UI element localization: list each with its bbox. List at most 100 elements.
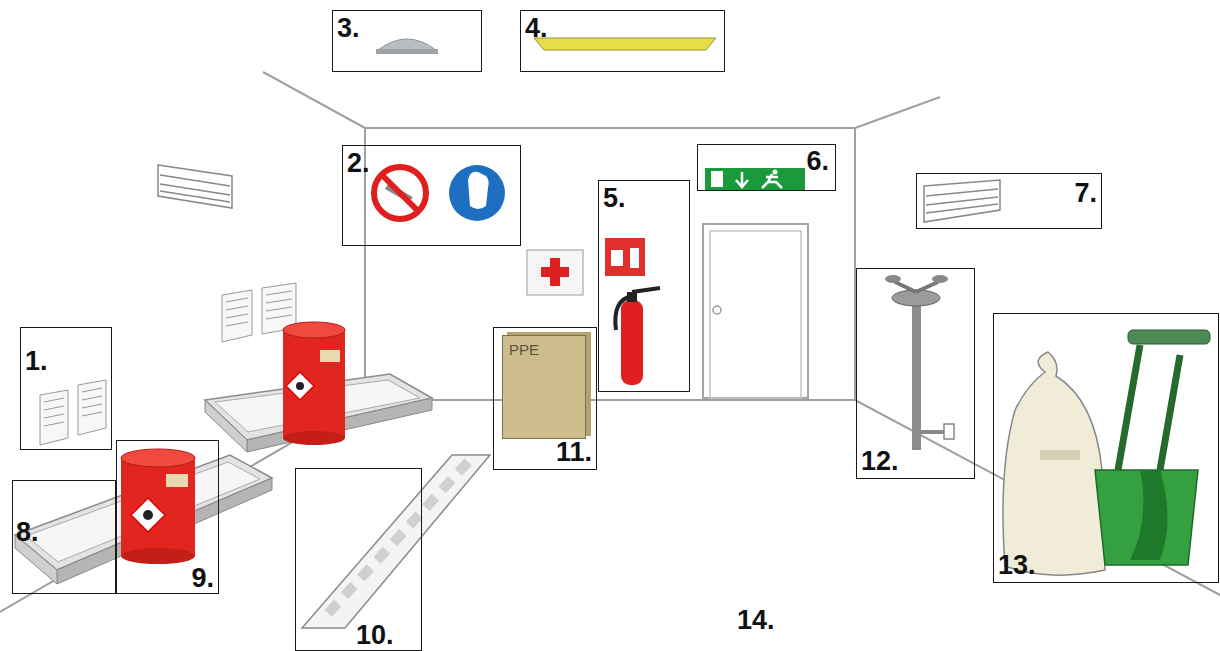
callout-number: 5. — [603, 183, 626, 213]
running-man-head — [773, 170, 778, 175]
fire-point — [605, 238, 660, 385]
broom-handle — [1118, 345, 1140, 470]
floor-strip — [302, 455, 490, 628]
ceiling-edge — [855, 97, 940, 128]
callout-number: 11. — [556, 437, 592, 467]
waste-bag — [1003, 352, 1105, 575]
callout-box: 10. — [295, 468, 422, 651]
ceiling-edge — [263, 72, 365, 128]
sign-disc — [449, 165, 505, 221]
room-lines — [0, 72, 1220, 612]
callout-box: 11. PPE — [493, 327, 597, 470]
callout-box: 5. — [598, 180, 690, 392]
door-leaf — [710, 231, 801, 398]
drum-body — [283, 330, 345, 438]
drum-lid — [283, 322, 345, 338]
drum-label — [166, 474, 188, 487]
door-handle — [713, 306, 721, 314]
first-aid-box — [527, 250, 583, 295]
cross — [541, 267, 569, 277]
extinguisher-hose — [615, 288, 660, 330]
prohibition-sign — [374, 167, 426, 219]
callout-box: 7. — [916, 173, 1102, 229]
callout-box: 1. — [20, 327, 112, 450]
hazard-symbol — [143, 510, 153, 520]
drum-base — [283, 431, 345, 445]
spill-kit — [1003, 330, 1210, 575]
callout-number: 10. — [356, 620, 394, 650]
eyewash-valve — [944, 424, 954, 439]
extinguisher-body — [621, 300, 643, 385]
hazard-diamond — [131, 498, 165, 532]
paper-lines — [44, 388, 102, 426]
strip-pattern — [322, 462, 468, 620]
smoke-detector — [376, 39, 438, 54]
drum-base — [121, 548, 195, 564]
sign-ring — [374, 167, 426, 219]
exit-sign — [705, 168, 805, 190]
alarm-icon — [630, 248, 639, 268]
eyewash-arms — [895, 282, 938, 292]
vent — [158, 165, 232, 208]
callout-box: 12. — [856, 268, 975, 479]
sign-slash — [382, 175, 418, 211]
bag-label — [1040, 450, 1080, 460]
exit-panel — [705, 168, 805, 190]
mandatory-sign — [449, 165, 505, 221]
callout-number: 13. — [998, 550, 1036, 580]
cabinet-label: PPE — [509, 341, 539, 359]
tray-side — [205, 400, 247, 452]
drum-label — [320, 350, 340, 362]
chemical-drum — [283, 322, 345, 445]
callout-box: 2. — [342, 145, 521, 246]
chemical-drum — [121, 449, 195, 564]
detector-base — [376, 49, 438, 54]
eyewash-station — [885, 275, 954, 450]
callout-box: 13. — [993, 313, 1219, 583]
tray-top — [15, 455, 272, 570]
bund-tray — [15, 455, 272, 584]
callout-number: 12. — [861, 446, 899, 476]
callout-number: 14. — [737, 605, 775, 635]
callout-number: 6. — [806, 146, 829, 176]
squeegee-handle — [1160, 355, 1180, 470]
drum-lid — [121, 449, 195, 467]
callout-box: 9. — [116, 440, 219, 594]
callout-box: 3. — [332, 10, 482, 72]
safety-documents — [40, 380, 106, 445]
vent — [924, 180, 1000, 222]
exit-arrow — [736, 172, 748, 187]
eyewash-head — [932, 275, 948, 283]
eyewash-pole — [912, 300, 921, 450]
alarm-icon — [611, 250, 623, 266]
paper-lines — [226, 291, 292, 326]
callout-number: 2. — [347, 148, 370, 178]
callout-box: 6. — [697, 144, 836, 191]
callout-number: 7. — [1074, 178, 1097, 208]
callout-number: 1. — [25, 346, 48, 376]
callout-number: 3. — [337, 13, 360, 43]
floor-edge — [365, 399, 855, 401]
first-aid-case — [527, 250, 583, 295]
eyewash-pipe — [921, 430, 945, 434]
vent-frame — [924, 180, 1000, 222]
vent-slats — [926, 189, 998, 213]
cloth — [1130, 470, 1168, 560]
exit-door-icon — [711, 171, 723, 187]
broom-head — [1128, 330, 1210, 344]
callout-box: 4. — [520, 10, 725, 72]
ppe-cabinet: PPE — [502, 335, 586, 439]
hazard-diamond — [286, 372, 314, 400]
drum-body — [121, 458, 195, 556]
eyewash-bowl — [892, 290, 940, 306]
detector-dome — [378, 39, 436, 50]
exit-door — [703, 224, 808, 398]
ceiling-edge — [365, 127, 855, 129]
fire-sign — [605, 238, 645, 276]
eyewash-head — [885, 275, 901, 283]
bucket — [1095, 470, 1198, 565]
hazard-symbol — [296, 382, 304, 390]
floor-marking — [302, 455, 490, 628]
